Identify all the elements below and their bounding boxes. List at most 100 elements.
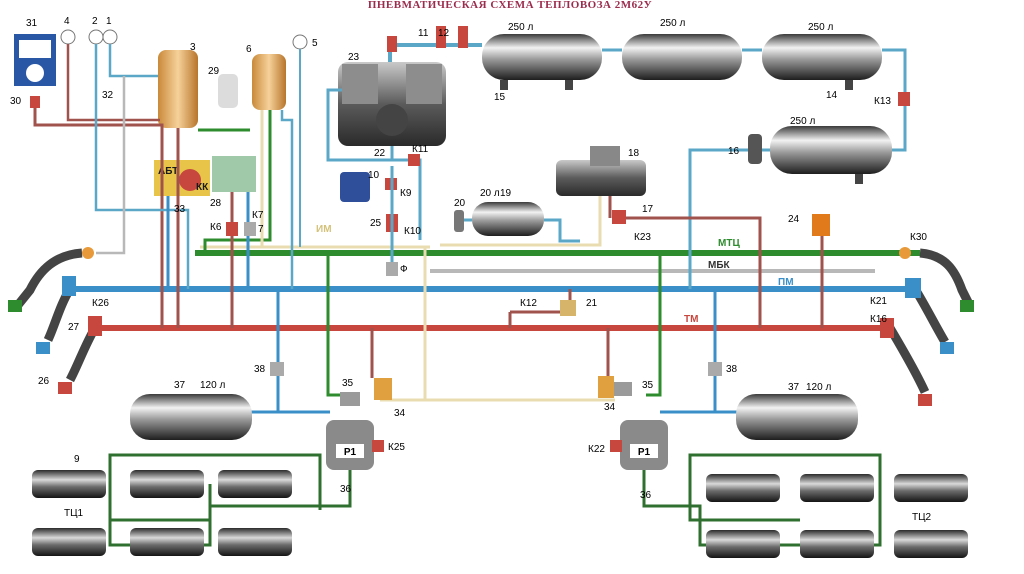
tank-3-label: 250 л [808, 22, 833, 33]
num-31: 31 [26, 18, 38, 29]
gauge-31-face [19, 40, 51, 58]
num-18: 18 [628, 148, 640, 159]
valve-k13-body [898, 92, 910, 106]
number-labels: 31 4 2 1 3 6 5 29 30 32 23 11 12 15 14 2… [10, 16, 838, 501]
num-10: 10 [368, 170, 380, 181]
lower-links [250, 210, 830, 414]
tc-right-line-top [688, 453, 882, 522]
num-19: 19 [500, 188, 512, 199]
valve-34-right [598, 376, 614, 398]
num-4: 4 [64, 16, 70, 27]
drain-15 [500, 80, 508, 90]
device-18-head [590, 146, 620, 166]
tc-left-3 [218, 470, 292, 498]
tc-right-1 [706, 474, 780, 502]
tank-left-120-label: 120 л [200, 380, 225, 391]
line-1 [108, 44, 158, 78]
relay-right: Р1 [598, 376, 668, 470]
cylinders-left [32, 453, 352, 556]
device-18-body [556, 160, 646, 196]
device-18-lines [440, 196, 602, 247]
relay-left: Р1 [326, 378, 392, 470]
label-k25: К25 [388, 442, 405, 453]
gauge-1 [102, 29, 118, 45]
num-27: 27 [68, 322, 80, 333]
tank-small-label: 20 л [480, 188, 500, 199]
tm-coupler-left [58, 382, 72, 394]
line-30 [33, 108, 164, 328]
tm-cock-right [880, 318, 894, 338]
tc-left-branch [110, 484, 212, 522]
num-3: 3 [190, 42, 196, 53]
kk-label: КК [196, 182, 209, 193]
line-2 [94, 44, 190, 289]
relay-left-label: Р1 [344, 447, 357, 458]
main-lines [70, 245, 920, 331]
label-k30: К30 [910, 232, 927, 243]
tm-hose-right [886, 325, 930, 394]
valve-35-left [340, 392, 360, 406]
num-7: 7 [258, 224, 264, 235]
relay-36-left-plate [336, 444, 364, 458]
tank-2-label: 250 л [660, 18, 685, 29]
compressor-cylinder-l [342, 64, 378, 104]
tc-right-6 [894, 530, 968, 558]
valve-35-right [612, 382, 632, 396]
right-end-hoses [880, 247, 974, 406]
drain-mid [565, 80, 573, 90]
crane-254-6 [252, 54, 286, 110]
valve-29 [218, 74, 238, 108]
reservoir-3 [762, 34, 882, 80]
mtc-coupler-left [8, 300, 22, 312]
mtc-cock-left [82, 247, 94, 259]
valve-k7-body [244, 222, 256, 236]
num-12: 12 [438, 28, 450, 39]
num-33: 33 [174, 204, 186, 215]
tc-left-1 [32, 470, 106, 498]
filter-20 [454, 210, 464, 232]
reservoir-4 [770, 126, 892, 174]
tank-right-120-label: 120 л [806, 382, 831, 393]
mtc-cock-right [899, 247, 911, 259]
tc-left-line [108, 470, 352, 547]
num-35-right: 35 [642, 380, 654, 391]
label-k12: К12 [520, 298, 537, 309]
crane6-to-mtc [203, 110, 272, 253]
num-15: 15 [494, 92, 506, 103]
governor-10 [340, 172, 370, 202]
tc-right-5 [800, 530, 874, 558]
mtc-to-left-relay [326, 253, 342, 397]
compressor-cylinder-r [406, 64, 442, 104]
num-23: 23 [348, 52, 360, 63]
pm-coupler-right [940, 342, 954, 354]
safety-valve-11b [458, 26, 468, 48]
compressor-flywheel [376, 104, 408, 136]
main-reservoirs [482, 34, 910, 289]
label-k26: К26 [92, 298, 109, 309]
mtc-hose-right [919, 248, 973, 305]
mtc-coupler-right [960, 300, 974, 312]
pm-to-left-tank [250, 289, 280, 414]
tc-right-3 [894, 474, 968, 502]
tm-coupler-right [918, 394, 932, 406]
mtc-to-right-relay [646, 253, 662, 397]
num-6: 6 [246, 44, 252, 55]
crane6-feed [280, 110, 294, 289]
valve-34-left [374, 378, 392, 400]
reservoir-20l [472, 202, 544, 236]
num-38-left: 38 [254, 364, 266, 375]
valve-38-right [708, 362, 722, 376]
safety-valve-11a [436, 26, 446, 48]
num-21: 21 [586, 298, 598, 309]
valve-k11-body [408, 154, 420, 166]
num-25: 25 [370, 218, 382, 229]
driver-lines [33, 44, 301, 328]
epk-28 [212, 156, 256, 192]
diagram-title: ПНЕВМАТИЧЕСКАЯ СХЕМА ТЕПЛОВОЗА 2М62У [368, 0, 652, 11]
num-37-left: 37 [174, 380, 186, 391]
num-2: 2 [92, 16, 98, 27]
relay-36-right-plate [630, 444, 658, 458]
num-29: 29 [208, 66, 220, 77]
valve-labels: К6 К7 К9 К10 К11 К12 К13 К16 К21 К22 К23… [92, 96, 927, 455]
